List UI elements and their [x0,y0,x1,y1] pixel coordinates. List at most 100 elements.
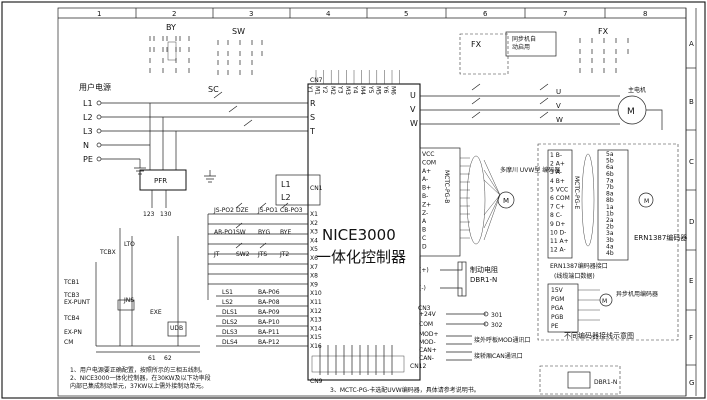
dbr-small-block: DBR1-N [539,365,621,395]
enc-right-term-8: 8b [606,197,614,204]
pin-com: COM [419,321,433,328]
x-pin-15: X15 [310,334,322,341]
svg-text:M: M [503,197,509,205]
cn1-label: CN1 [310,185,323,192]
x-pin-7: X7 [310,264,318,271]
pg-encoder-symbol [497,191,515,209]
pin-mod-plus: MOD+ [419,331,439,338]
left-mid-label-11: JTS [257,251,267,258]
brake-line-1: 制动电阻 [470,265,498,274]
x-pin-10: X10 [310,290,322,297]
enc-right-term-16: 4b [606,250,614,257]
sc-label: SC [208,85,219,94]
column-header: 1 2 3 4 5 6 7 8 [97,8,647,18]
aux-power-box [275,174,321,206]
contactor-sw: SW [217,27,263,75]
enc-right-term-9: 1a [606,204,614,211]
x-pin-11: X11 [310,299,322,306]
terminal-l1: L1 [83,99,93,108]
encoder-block-label: 多摩川 UVW型 编码器 [500,166,560,174]
row-label-g: G [689,379,694,387]
top-pin-4: M2 [329,86,336,95]
safety-label-11: UDB [170,325,183,332]
top-pin-5: Y3 [336,85,343,94]
enc-left-pin-7: 7 C+ [550,204,565,211]
safety-label-13: 62 [164,355,172,362]
user-supply-label: 用户电源 [79,82,111,92]
footnotes: 1、用户电源要正确配置，按照所示的三相五线制。 2、NICE3000一体化控制器… [70,366,480,394]
controller-model: NICE3000 [322,226,396,244]
pin-aux-l2: L2 [281,193,291,202]
async-encoder-label: 异步机用编码器 [616,290,658,298]
enc-right-term-1: 5a [606,151,614,158]
ern-title: ERN1387编码器接口 [550,262,608,270]
controller-name: 一体化控制器 [316,248,406,266]
col-label-8: 8 [643,10,647,18]
left-mid-label-1: JS-PO2 [213,207,234,214]
footnote-4: 3、MCTC-PG-卡选配UVW编码器，具体请参考说明书。 [330,386,480,394]
left-mid-label-2: DZE [236,207,249,214]
top-pin-9: Y5 [367,85,374,94]
output-contactors: FX 同步机自 动启用 FX U V W M 主电机 [420,27,663,130]
pg-pin-9: A [422,218,427,225]
ern-subtitle: (线缆端口数据) [554,272,595,280]
top-pin-12: M6 [390,86,397,95]
dbr-small-label: DBR1-N [594,379,617,386]
left-mid-label-7: BYG [258,229,270,236]
enc-right-term-3: 6a [606,164,614,171]
col-label-2: 2 [172,10,176,18]
pg-pin-2: COM [422,159,436,166]
controller-unit: CN7 CN1 CN3 CN9 CN12 NICE3000 一体化控制器 R S… [275,70,431,385]
motor-w: W [556,116,563,124]
col-label-1: 1 [97,10,101,18]
safety-circuit: TCB1LTOTCB3EX-PUNTTCB4EX-PNCMTCBXJNSEXEU… [63,228,200,362]
top-pin-10: M5 [374,86,381,95]
user-power-supply: 用户电源 L1 L2 L3 N PE SC PFR 123 130 [79,82,308,218]
motor-v: V [556,102,561,110]
terminal-n: N [83,141,89,150]
cn7-label: CN7 [310,77,323,84]
terminal-l2: L2 [83,113,93,122]
wiring-note: 不同编码器接线示意图 [564,331,634,340]
pg-pin-3: A+ [422,168,431,175]
pin-v: V [410,105,416,114]
x-pin-13: X13 [310,317,322,324]
left-mid-label-8: BYE [280,229,291,236]
pin-s: S [310,113,315,122]
row-labels: A B C D E F G [686,40,696,387]
addr-302: 302 [491,322,503,329]
fx-note-line-1: 同步机自 [512,35,536,43]
ls-label-4: DLS2 [222,319,238,326]
enc-right-term-4: 6b [606,171,614,178]
ba-label-4: BA-P10 [258,319,280,326]
fx-note: 同步机自 动启用 [512,35,538,51]
safety-label-7: CM [64,339,73,346]
pg-pin-12: D [422,243,427,250]
pfr-relay [139,169,187,191]
top-pin-2: M1 [314,86,321,95]
pfr-label: PFR [154,177,167,185]
pg-pin-7: Z+ [422,201,431,208]
pin-t: T [309,127,315,136]
enc-right-term-13: 3a [606,230,614,237]
x-pin-5: X5 [310,246,318,253]
enc-right-term-15: 4a [606,243,614,250]
pg-pin-4: A- [422,176,428,183]
right-terminals: (+) (-) +24V COM MOD+ MOD- CAN+ CAN- 制动电… [419,261,531,362]
pg-pin-11: C [422,235,426,242]
svg-text:M: M [627,107,635,117]
pg-pin-10: B [422,227,426,234]
pin-u: U [410,91,416,100]
safety-label-3: TCB3 [63,292,80,299]
pg-pin-5: B+ [422,185,431,192]
enc-right-term-10: 1b [606,210,614,217]
brake-line-2: DBR1-N [470,276,497,284]
pg-pin-1: VCC [422,151,434,158]
enc-right-term-7: 8a [606,191,614,198]
safety-label-6: EX-PN [64,329,82,336]
fx-right-label: FX [598,27,609,36]
async-pin-2: PGM [551,296,564,303]
